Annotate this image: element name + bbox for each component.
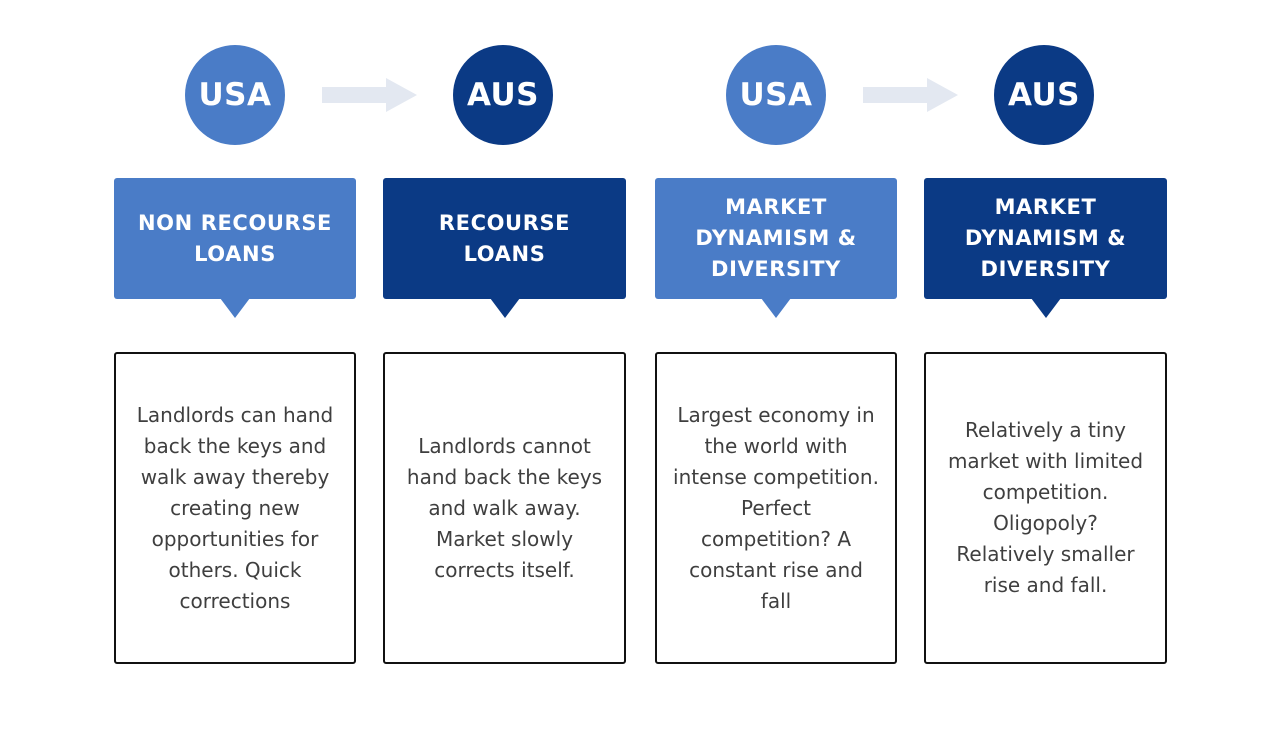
header-label: MARKET DYNAMISM & DIVERSITY — [964, 195, 1127, 281]
header-non-recourse-loans: NON RECOURSE LOANS — [114, 178, 356, 318]
header-recourse-loans: RECOURSE LOANS — [383, 178, 626, 318]
description-text: Largest economy in the world with intens… — [673, 402, 879, 613]
country-circle-aus-1: AUS — [453, 45, 553, 145]
country-circle-usa-1: USA — [185, 45, 285, 145]
description-box-aus-market: Relatively a tiny market with limited co… — [924, 352, 1167, 664]
description-text: Landlords cannot hand back the keys and … — [406, 433, 603, 582]
description-box-aus-loans: Landlords cannot hand back the keys and … — [383, 352, 626, 664]
country-label: AUS — [1007, 77, 1081, 113]
description-text: Landlords can hand back the keys and wal… — [136, 402, 334, 613]
right-arrow-icon — [322, 78, 417, 112]
right-arrow-icon — [863, 78, 958, 112]
country-label: USA — [198, 77, 272, 113]
header-market-dynamism-aus: MARKET DYNAMISM & DIVERSITY — [924, 178, 1167, 318]
header-label: MARKET DYNAMISM & DIVERSITY — [695, 195, 857, 281]
country-circle-usa-2: USA — [726, 45, 826, 145]
header-market-dynamism-usa: MARKET DYNAMISM & DIVERSITY — [655, 178, 897, 318]
country-label: AUS — [466, 77, 540, 113]
description-box-usa-market: Largest economy in the world with intens… — [655, 352, 897, 664]
header-label: RECOURSE LOANS — [438, 210, 571, 266]
country-circle-aus-2: AUS — [994, 45, 1094, 145]
header-label: NON RECOURSE LOANS — [138, 210, 332, 266]
country-label: USA — [739, 77, 813, 113]
description-text: Relatively a tiny market with limited co… — [947, 418, 1144, 597]
description-box-usa-loans: Landlords can hand back the keys and wal… — [114, 352, 356, 664]
